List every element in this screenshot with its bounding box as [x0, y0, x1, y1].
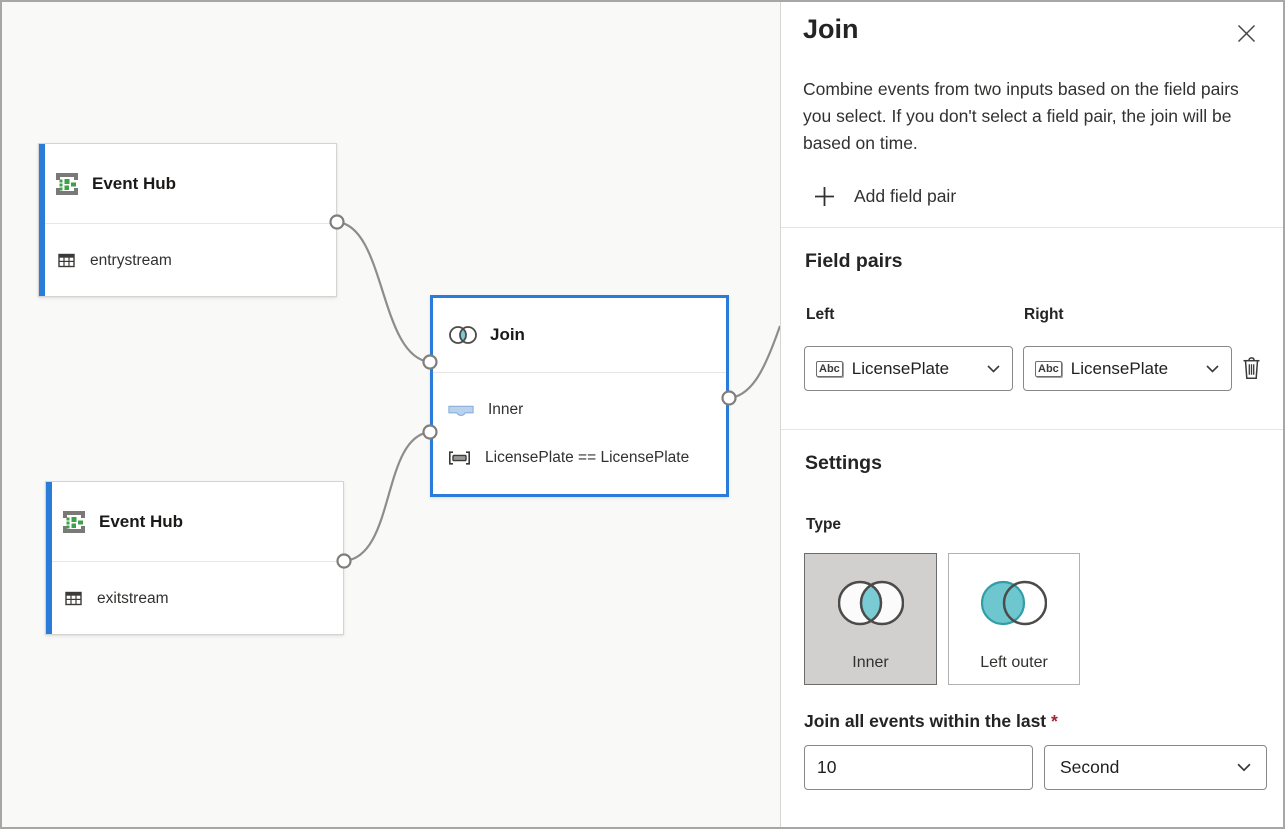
join-window-unit-dropdown[interactable]: Second	[1044, 745, 1267, 790]
join-type-label: Left outer	[980, 654, 1048, 671]
connector-join-output	[728, 325, 780, 400]
chevron-down-icon	[1206, 364, 1219, 373]
stream-name: entrystream	[90, 251, 172, 269]
join-window-unit-value: Second	[1060, 757, 1120, 777]
event-hub-icon	[63, 510, 85, 533]
port-exitstream-out[interactable]	[336, 553, 352, 569]
chevron-down-icon	[987, 364, 1000, 373]
join-type-value: Inner	[488, 401, 524, 418]
port-join-out[interactable]	[721, 390, 737, 406]
left-field-dropdown[interactable]: Abc LicensePlate	[804, 346, 1013, 391]
join-type-option-inner[interactable]: Inner	[804, 553, 937, 685]
join-type-row: Inner	[448, 398, 726, 422]
settings-heading: Settings	[805, 452, 882, 474]
port-join-in-top[interactable]	[422, 354, 438, 370]
field-pairs-heading: Field pairs	[805, 250, 903, 272]
node-stream-row: exitstream	[46, 562, 343, 635]
right-field-value: LicensePlate	[1070, 358, 1169, 378]
port-join-in-bottom[interactable]	[422, 424, 438, 440]
left-field-value: LicensePlate	[851, 358, 950, 378]
join-type-label: Inner	[852, 654, 889, 671]
node-divider	[46, 561, 343, 562]
add-field-pair-label: Add field pair	[854, 186, 957, 206]
stream-name: exitstream	[97, 589, 169, 607]
node-divider	[433, 372, 726, 373]
right-field-label: Right	[1024, 306, 1064, 323]
divider	[781, 429, 1285, 430]
node-title: Join	[490, 325, 525, 344]
connector-entrystream-to-join	[336, 220, 431, 364]
join-window-label-text: Join all events within the last	[804, 711, 1047, 731]
join-condition-value: LicensePlate == LicensePlate	[485, 449, 690, 466]
node-title: Event Hub	[92, 173, 177, 193]
inner-join-venn-icon	[837, 580, 904, 626]
string-type-icon: Abc	[1035, 360, 1062, 377]
node-event-hub-entrystream[interactable]: Event Hub entrystream	[38, 143, 337, 297]
join-type-option-left-outer[interactable]: Left outer	[948, 553, 1080, 685]
node-divider	[39, 223, 336, 224]
delete-field-pair-button[interactable]	[1237, 354, 1265, 382]
field-pair-icon	[449, 451, 470, 465]
event-hub-icon	[56, 172, 78, 195]
panel-title: Join	[803, 14, 859, 44]
trash-icon	[1243, 356, 1259, 379]
chevron-down-icon	[1237, 763, 1251, 772]
node-header: Join	[433, 298, 726, 372]
join-window-label: Join all events within the last *	[804, 711, 1058, 732]
join-window-value-input[interactable]	[804, 745, 1033, 790]
panel-description: Combine events from two inputs based on …	[803, 79, 1239, 153]
required-marker: *	[1051, 711, 1058, 731]
node-accent-bar	[46, 482, 52, 634]
node-stream-row: entrystream	[39, 224, 336, 297]
node-accent-bar	[39, 144, 45, 296]
add-field-pair-button[interactable]: Add field pair	[814, 186, 956, 207]
table-icon	[65, 591, 82, 606]
right-field-dropdown[interactable]: Abc LicensePlate	[1023, 346, 1232, 391]
join-condition-row: LicensePlate == LicensePlate	[448, 446, 726, 470]
diagram-canvas[interactable]: Event Hub entrystream	[0, 0, 780, 829]
inner-join-icon	[448, 405, 474, 416]
join-venn-icon	[449, 326, 477, 344]
join-properties-panel: Join Combine events from two inputs base…	[780, 0, 1285, 829]
divider	[781, 227, 1285, 228]
node-event-hub-exitstream[interactable]: Event Hub exitstream	[45, 481, 344, 635]
string-type-icon: Abc	[816, 360, 843, 377]
port-entrystream-out[interactable]	[329, 214, 345, 230]
connector-exitstream-to-join	[343, 430, 431, 563]
node-header: Event Hub	[39, 144, 336, 223]
type-label: Type	[806, 516, 842, 533]
node-join[interactable]: Join Inner LicensePlate == LicensePl	[430, 295, 729, 497]
close-button[interactable]	[1231, 18, 1261, 48]
left-field-label: Left	[806, 306, 835, 323]
table-icon	[58, 253, 75, 268]
plus-icon	[815, 187, 834, 206]
node-title: Event Hub	[99, 511, 184, 531]
node-header: Event Hub	[46, 482, 343, 561]
close-icon	[1237, 24, 1255, 42]
node-body: Inner LicensePlate == LicensePlate	[433, 373, 726, 470]
left-outer-join-venn-icon	[981, 580, 1047, 626]
